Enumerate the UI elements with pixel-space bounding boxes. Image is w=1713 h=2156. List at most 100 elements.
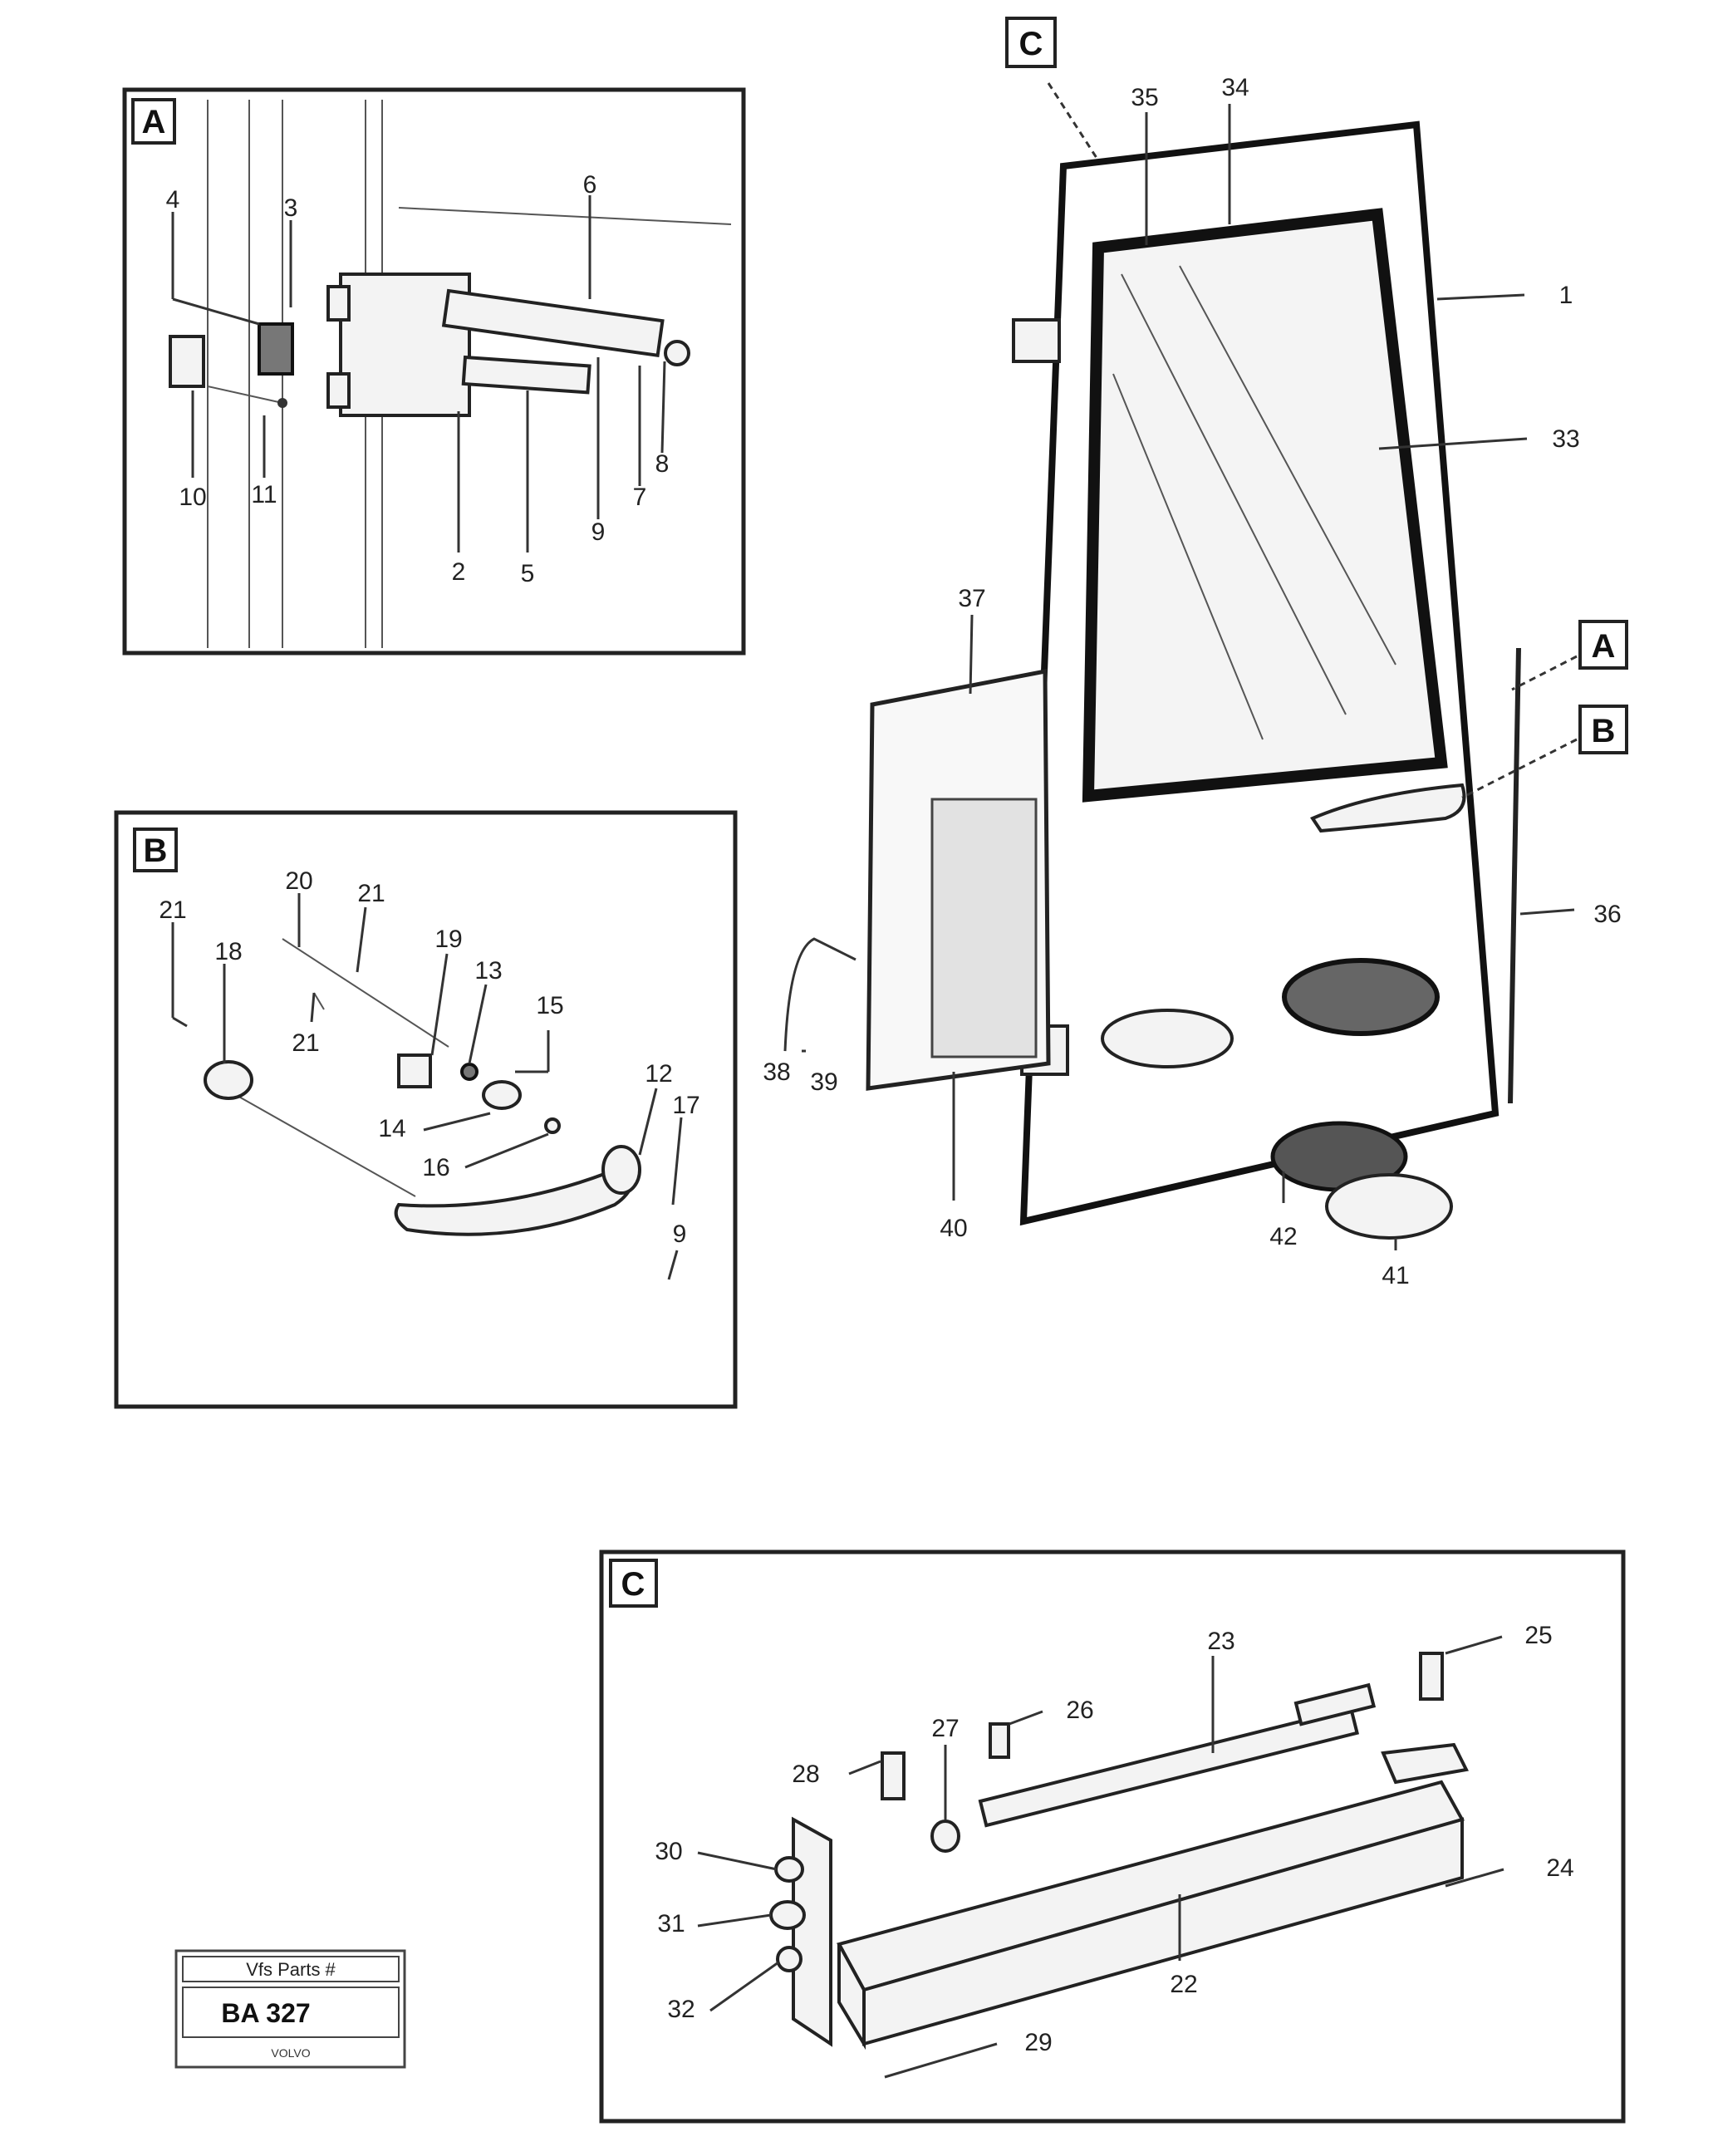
hinge-mount-plate	[792, 1816, 832, 2047]
detail-c-leaders	[697, 1635, 1504, 2079]
detail-a-tag: A	[142, 104, 166, 140]
window-glass-reflection	[1112, 265, 1396, 740]
screw-32	[776, 1946, 803, 1972]
detail-b-frame	[114, 810, 738, 1409]
detail-b-callouts: 20 21 21 18 19 13 15 21 12 17 14 16 9	[159, 867, 699, 1248]
hinge-bolt	[989, 1722, 1010, 1759]
callout-c-25: 25	[1524, 1622, 1552, 1649]
upper-hinge	[1012, 318, 1061, 363]
gas-strut	[978, 1707, 1360, 1828]
callout-a-5: 5	[521, 560, 535, 587]
detail-c-frame	[599, 1549, 1626, 2124]
door-handle-grip	[394, 1161, 636, 1236]
handle-gasket	[204, 1060, 253, 1100]
nut-31	[769, 1900, 806, 1930]
retaining-clip	[783, 937, 856, 1052]
callout-b-19: 19	[434, 926, 462, 953]
callout-c-22: 22	[1170, 1971, 1197, 1998]
washer-30	[774, 1856, 804, 1883]
gas-strut-end	[1293, 1682, 1377, 1726]
hinge-assembly	[769, 1652, 1469, 2050]
main-tag-b: B	[1592, 713, 1616, 749]
door-speaker-grille	[1282, 958, 1440, 1036]
callout-b-17: 17	[672, 1092, 699, 1119]
callout-a-4: 4	[166, 186, 180, 214]
callout-c-23: 23	[1207, 1628, 1234, 1655]
door-pocket-cover	[1325, 1173, 1453, 1240]
detail-c-tag: C	[621, 1566, 645, 1603]
door-rod	[1508, 647, 1521, 1104]
callout-c-26: 26	[1066, 1697, 1093, 1724]
hinge-beam-end	[837, 1943, 866, 2050]
main-tag-b-box	[1578, 705, 1628, 754]
callout-b-14: 14	[378, 1115, 405, 1142]
handle-washer	[482, 1080, 522, 1110]
detail-a-frame	[122, 87, 746, 656]
callout-b-21-top: 21	[357, 880, 385, 907]
callout-34: 34	[1221, 74, 1249, 101]
detail-c-tag-box	[609, 1559, 658, 1608]
callout-b-15: 15	[536, 992, 563, 1019]
stamp-code: BA 327	[221, 1998, 310, 2028]
callout-33: 33	[1552, 425, 1579, 453]
callout-c-31: 31	[657, 1910, 685, 1937]
detail-b-tag-box	[133, 828, 178, 872]
detail-a-leaders	[171, 195, 666, 553]
callout-a-10: 10	[179, 484, 206, 511]
handle-spring	[460, 1063, 479, 1081]
callout-36: 36	[1593, 901, 1621, 928]
callout-38: 38	[763, 1058, 790, 1086]
detail-b-panel: B	[114, 810, 738, 1409]
detail-a-callouts: 4 3 6 10 11 2 5 9 7 8	[166, 171, 670, 587]
callout-40: 40	[940, 1215, 967, 1242]
lock-cylinder	[258, 322, 294, 376]
detail-b-tag: B	[144, 832, 168, 869]
detail-c-panel: C	[599, 1549, 1626, 2124]
hinge-pin-left	[881, 1751, 906, 1800]
callout-c-32: 32	[667, 1996, 695, 2023]
callout-a-3: 3	[284, 194, 298, 222]
hinge-bushing	[930, 1820, 960, 1853]
main-tag-c-box	[1005, 17, 1057, 68]
detail-c-callouts: 23 25 28 27 26 30 31 32 24 22 29	[655, 1622, 1573, 2056]
detail-a-tag-box	[131, 98, 176, 145]
callout-a-8: 8	[655, 450, 670, 478]
detail-b-leaders	[171, 893, 683, 1280]
lock-plate	[169, 335, 205, 388]
main-tag-c: C	[1019, 26, 1043, 62]
callout-a-7: 7	[633, 484, 647, 511]
callout-a-2: 2	[452, 558, 466, 586]
lock-bolt	[664, 340, 690, 366]
grab-handle-recess	[1101, 1009, 1234, 1068]
detail-a-panel: A	[122, 87, 746, 656]
callout-a-11: 11	[251, 481, 277, 508]
handle-bracket	[397, 1053, 432, 1088]
reference-stamp: Vfs Parts # BA 327 VOLVO	[174, 1949, 406, 2069]
main-callouts: 35 34 1 33 37 36 38 39 40 42 41	[763, 74, 1621, 1289]
lock-bar-upper	[441, 288, 665, 358]
callout-b-20: 20	[285, 867, 312, 895]
callout-b-16: 16	[422, 1154, 449, 1181]
callout-39: 39	[810, 1068, 837, 1096]
callout-b-21-left: 21	[159, 896, 186, 924]
callout-c-24: 24	[1546, 1854, 1573, 1882]
callout-c-27: 27	[931, 1715, 959, 1742]
callout-b-12: 12	[645, 1060, 672, 1088]
main-door-view: C A B	[763, 17, 1628, 1289]
callout-a-6: 6	[583, 171, 597, 199]
hinge-bracket	[1381, 1742, 1469, 1785]
inner-door-handle	[1310, 783, 1466, 833]
callout-1: 1	[1559, 282, 1573, 309]
stamp-sub: VOLVO	[271, 2046, 310, 2060]
callout-37: 37	[958, 585, 985, 612]
callout-b-13: 13	[474, 957, 502, 985]
callout-35: 35	[1131, 84, 1158, 111]
callout-41: 41	[1382, 1262, 1409, 1289]
callout-42: 42	[1269, 1223, 1297, 1250]
callout-c-29: 29	[1024, 2029, 1052, 2056]
stamp-title: Vfs Parts #	[246, 1959, 336, 1980]
callout-a-9: 9	[591, 518, 606, 546]
door-lock-mechanism	[169, 273, 690, 417]
main-leaders	[952, 104, 1575, 1250]
